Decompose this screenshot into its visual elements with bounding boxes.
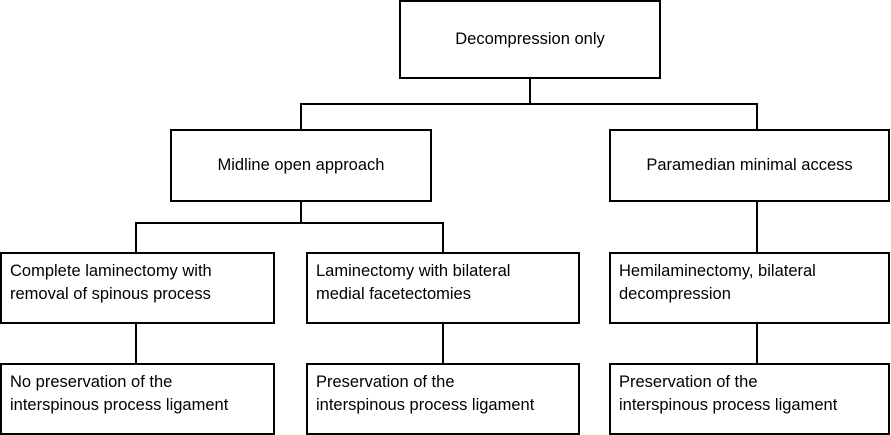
node-label-line: interspinous process ligament (316, 396, 535, 414)
node-label-line: interspinous process ligament (619, 396, 838, 414)
node-paramedian-minimal-access: Paramedian minimal access (609, 129, 890, 202)
node-label-line: Complete laminectomy with (10, 262, 212, 280)
node-hemilaminectomy: Hemilaminectomy, bilateral decompression (609, 252, 890, 324)
node-midline-open-approach: Midline open approach (170, 129, 432, 202)
node-label-line: removal of spinous process (10, 285, 211, 303)
node-complete-laminectomy: Complete laminectomy with removal of spi… (0, 252, 275, 324)
node-label-line: Hemilaminectomy, bilateral (619, 262, 816, 280)
node-laminectomy-bilateral-facetectomies: Laminectomy with bilateral medial facete… (306, 252, 580, 324)
node-label-line: Preservation of the (316, 373, 455, 391)
node-label-line: decompression (619, 285, 731, 303)
node-label-line: Preservation of the (619, 373, 758, 391)
node-label: Paramedian minimal access (646, 156, 853, 174)
node-decompression-only: Decompression only (399, 0, 661, 79)
node-preservation-paramedian: Preservation of the interspinous process… (609, 363, 890, 435)
node-label-line: interspinous process ligament (10, 396, 229, 414)
node-label-line: No preservation of the (10, 373, 173, 391)
node-preservation-midline: Preservation of the interspinous process… (306, 363, 580, 435)
node-no-preservation: No preservation of the interspinous proc… (0, 363, 275, 435)
node-label: Decompression only (455, 30, 605, 48)
node-label: Midline open approach (217, 156, 385, 174)
node-label-line: medial facetectomies (316, 285, 471, 303)
node-label-line: Laminectomy with bilateral (316, 262, 511, 280)
